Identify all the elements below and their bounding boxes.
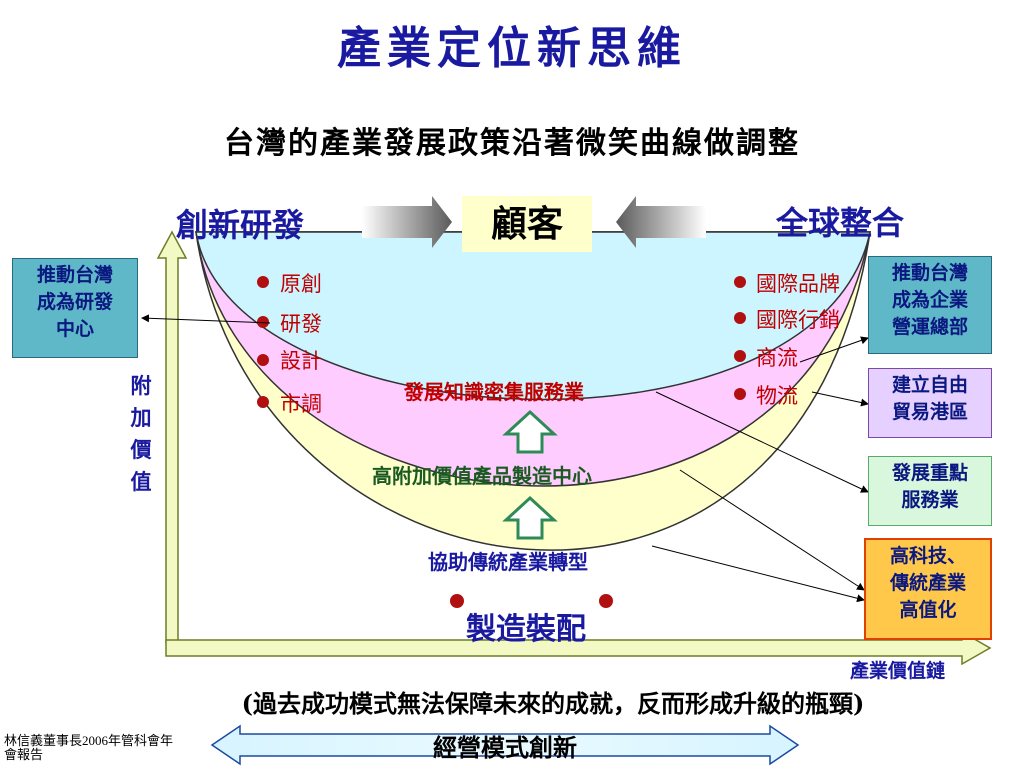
band-cyan (195, 231, 871, 401)
x-axis-label: 產業價值鏈 (850, 660, 946, 682)
right-box-2-line-2: 貿易港區 (891, 401, 968, 423)
left-item-original: 原創 (280, 272, 322, 296)
banner-double-arrow (210, 724, 800, 766)
right-box-4-line-1: 高科技、 (889, 545, 966, 567)
y-axis (156, 230, 188, 643)
right-box-3-line-2: 服務業 (901, 489, 959, 511)
right-box-1-line-3: 營運總部 (891, 316, 968, 338)
left-box-line-3: 中心 (55, 318, 94, 340)
connector-lines (141, 314, 869, 603)
band-label-knowledge-services: 發展知識密集服務業 (404, 380, 584, 404)
right-item-intl-marketing: 國際行銷 (756, 308, 840, 332)
right-head-global-integration: 全球整合 (776, 204, 905, 242)
footer-line-2: 會報告 (4, 747, 44, 762)
page-subtitle: 台灣的產業發展政策沿著微笑曲線做調整 (224, 126, 800, 161)
band-label-high-value-manufacturing: 高附加價值產品製造中心 (372, 464, 592, 488)
left-item-design: 設計 (280, 349, 322, 373)
left-item-market-research: 市調 (280, 392, 322, 416)
footer-credit: 林信義董事長2006年管科會年 會報告 (4, 734, 204, 762)
grey-arrow-right (362, 196, 452, 248)
banner-label-business-model-innovation: 經營模式創新 (433, 733, 577, 762)
right-item-commerce-flow: 商流 (756, 346, 798, 370)
left-head-innovation-rd: 創新研發 (176, 206, 305, 244)
right-item-intl-brand: 國際品牌 (756, 272, 840, 296)
y-axis-label: 附 加 價 值 (128, 370, 154, 498)
up-arrow-2 (502, 495, 558, 540)
left-box-line-2: 成為研發 (36, 291, 113, 313)
right-box-2-line-1: 建立自由 (891, 374, 968, 396)
y-axis-char-2: 加 (130, 405, 152, 430)
bullet-dots (257, 276, 746, 608)
right-box-operations-hq: 推動台灣 成為企業 營運總部 (868, 256, 992, 354)
band-label-traditional-transformation: 協助傳統產業轉型 (428, 550, 588, 574)
y-axis-char-3: 價 (130, 437, 152, 462)
right-box-4-line-2: 傳統產業 (889, 572, 966, 594)
bottom-label-manufacturing-assembly: 製造裝配 (466, 612, 586, 647)
footer-line-1: 林信義董事長2006年管科會年 (4, 733, 174, 748)
right-box-1-line-2: 成為企業 (891, 289, 968, 311)
bottom-note: (過去成功模式無法保障未來的成就，反而形成升級的瓶頸) (241, 689, 865, 718)
left-box-line-1: 推動台灣 (36, 264, 113, 286)
y-axis-char-4: 值 (130, 469, 152, 494)
customer-box: 顧客 (462, 196, 592, 252)
right-box-4-line-3: 高值化 (899, 599, 957, 621)
right-box-high-value: 高科技、 傳統產業 高值化 (864, 538, 992, 640)
up-arrow-1 (502, 409, 558, 454)
y-axis-char-1: 附 (130, 373, 152, 398)
right-box-free-trade-zone: 建立自由 貿易港區 (868, 368, 992, 438)
left-box-rd-center: 推動台灣 成為研發 中心 (12, 258, 138, 358)
right-box-3-line-1: 發展重點 (891, 462, 968, 484)
grey-arrow-left (616, 196, 706, 248)
page-title: 產業定位新思維 (337, 23, 687, 74)
right-box-key-services: 發展重點 服務業 (868, 456, 992, 526)
right-item-logistics: 物流 (756, 384, 798, 408)
right-box-1-line-1: 推動台灣 (891, 262, 968, 284)
left-item-rd: 研發 (280, 312, 322, 336)
